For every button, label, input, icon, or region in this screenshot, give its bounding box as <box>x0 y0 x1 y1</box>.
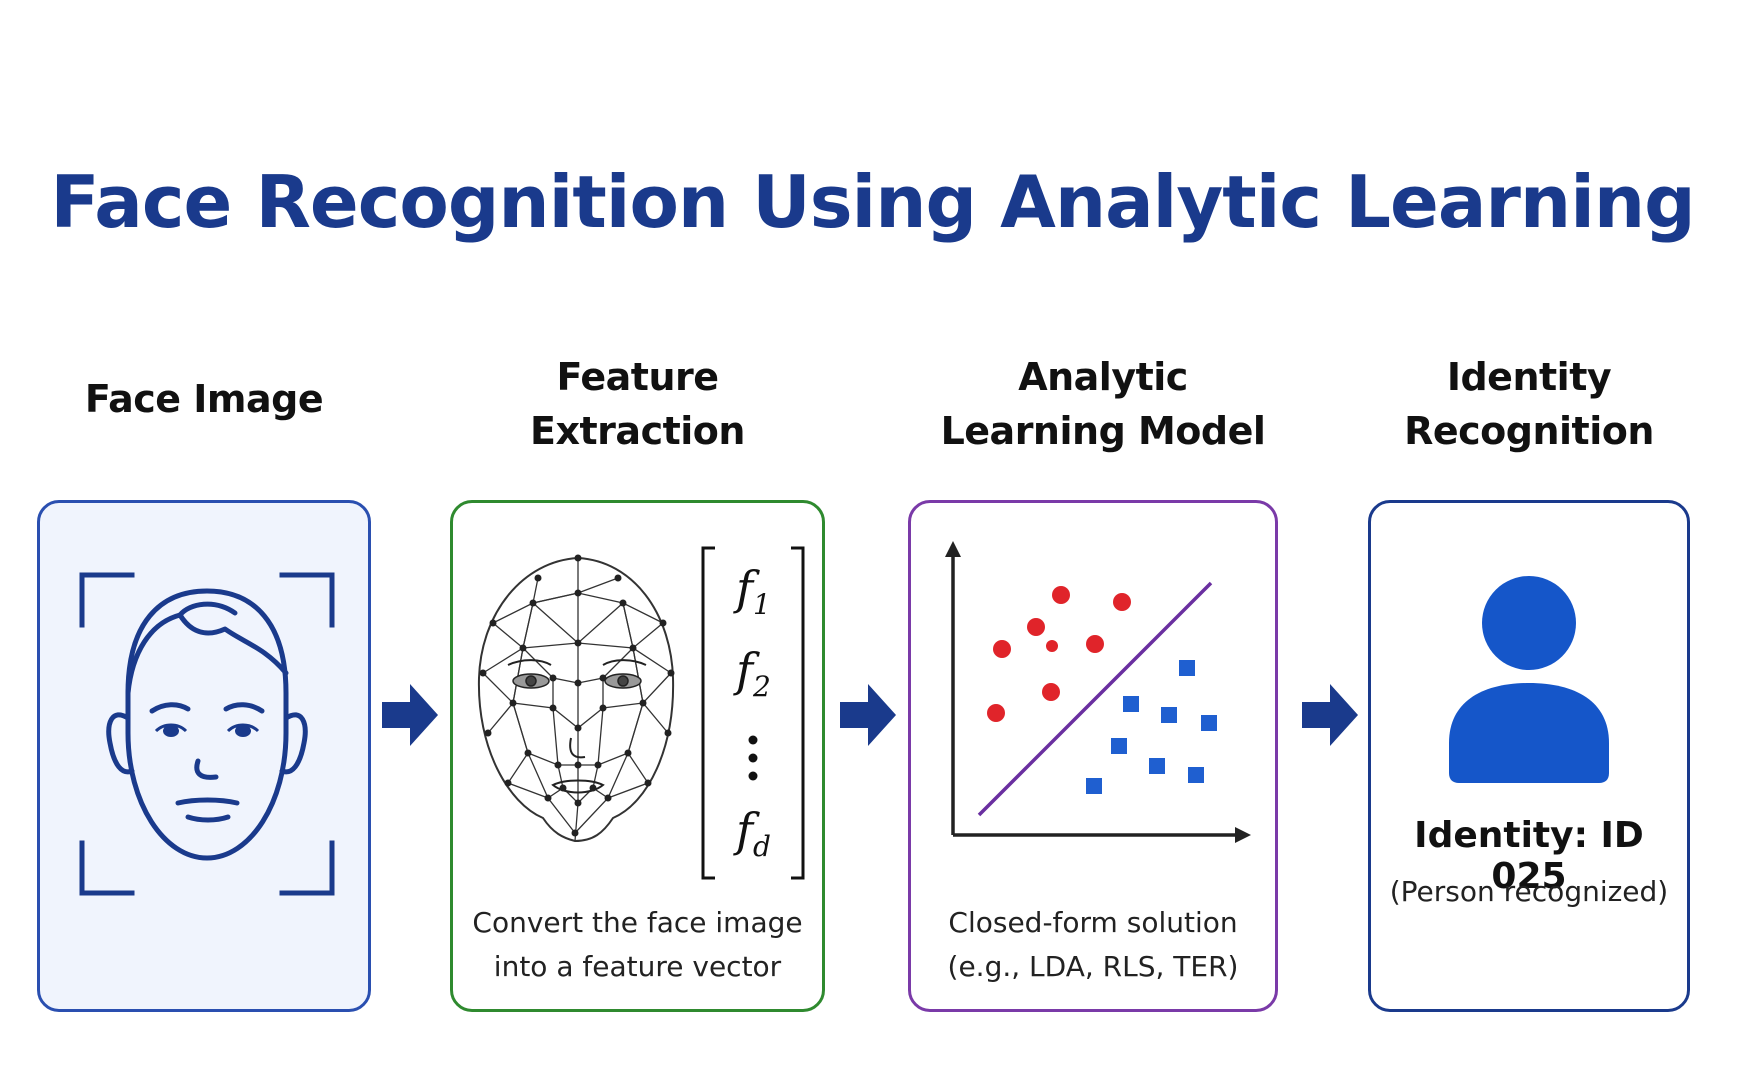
identity-result: Identity: ID 025 <box>1414 815 1644 897</box>
arrow-right-icon <box>1302 684 1358 746</box>
feature-subscript: 2 <box>753 670 771 704</box>
identity-note: (Person recognized) <box>1389 875 1669 908</box>
stage-label-line: Analytic <box>1018 355 1188 399</box>
analytic-model-caption: Closed-form solution (e.g., LDA, RLS, TE… <box>911 901 1275 989</box>
stage-label-line: Recognition <box>1404 409 1654 453</box>
feature-symbol: f <box>736 561 754 615</box>
x-axis-arrowhead <box>1235 827 1251 843</box>
caption-line: Closed-form solution <box>948 906 1238 939</box>
caption-line: (e.g., LDA, RLS, TER) <box>947 950 1239 983</box>
stage-label-line: Identity <box>1446 355 1612 399</box>
stage-label-identity-recognition: Identity Recognition <box>1368 350 1690 458</box>
stage-label-analytic-learning-model: Analytic Learning Model <box>908 350 1298 458</box>
feature-subscript: 1 <box>753 588 771 622</box>
arrow-right-icon <box>840 684 896 746</box>
arrow-right-icon <box>382 684 438 746</box>
feature-extraction-caption: Convert the face image into a feature ve… <box>453 901 822 989</box>
vertical-ellipsis-icon <box>748 735 758 781</box>
class-b-points <box>1086 660 1217 794</box>
class-a-points <box>987 586 1131 722</box>
feature-subscript: d <box>753 830 771 864</box>
identity-recognition-panel: Identity: ID 025 (Person recognized) <box>1368 500 1690 1012</box>
caption-line: Convert the face image <box>472 906 803 939</box>
feature-vector-entry: f2 <box>736 643 771 703</box>
diagram-title: Face Recognition Using Analytic Learning <box>50 160 1695 244</box>
caption-line: into a feature vector <box>493 950 782 983</box>
face-image-panel <box>37 500 371 1012</box>
feature-symbol: f <box>736 803 754 857</box>
feature-symbol: f <box>736 643 754 697</box>
y-axis-arrowhead <box>945 541 961 557</box>
feature-vector-entry: f1 <box>736 561 771 621</box>
stage-label-line: Extraction <box>530 409 745 453</box>
stage-label-line: Learning Model <box>940 409 1266 453</box>
stage-label-line: Feature <box>556 355 719 399</box>
feature-vector-entry: fd <box>736 803 771 863</box>
stage-label-feature-extraction: Feature Extraction <box>450 350 825 458</box>
face-mesh-icon <box>477 546 805 880</box>
face-outline-icon <box>79 572 335 896</box>
analytic-learning-model-panel: Closed-form solution (e.g., LDA, RLS, TE… <box>908 500 1278 1012</box>
person-icon <box>1449 576 1609 783</box>
scatter-plot-icon <box>945 541 1251 843</box>
stage-label-face-image: Face Image <box>37 372 371 426</box>
feature-extraction-panel: f1 f2 fd Convert the face image into a f… <box>450 500 825 1012</box>
decision-boundary <box>977 581 1213 817</box>
stage-label-line: Face Image <box>84 377 324 421</box>
